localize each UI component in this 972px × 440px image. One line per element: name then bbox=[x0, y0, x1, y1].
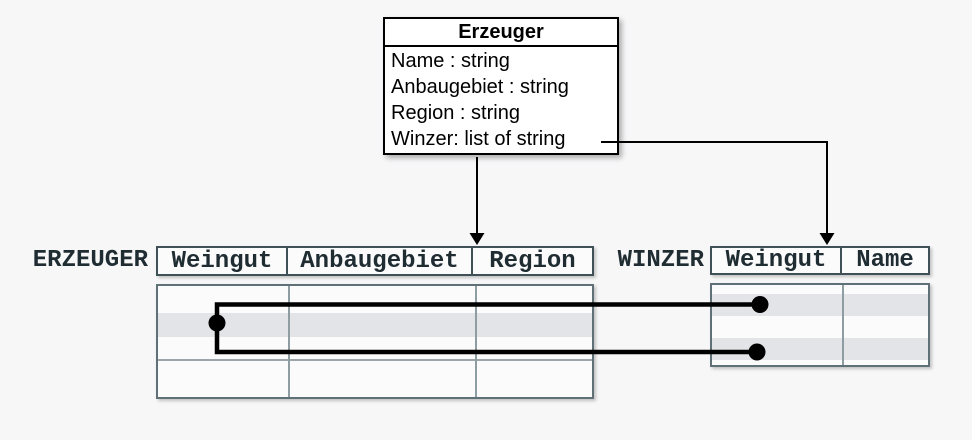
erzeuger-highlighted-row bbox=[158, 313, 592, 337]
class-attribute-anbaugebiet: Anbaugebiet : string bbox=[391, 76, 569, 98]
class-title: Erzeuger bbox=[385, 19, 617, 47]
erzeuger-column-anbaugebiet: Anbaugebiet bbox=[288, 248, 473, 274]
erzeuger-row-divider bbox=[158, 359, 592, 361]
winzer-table-body bbox=[710, 283, 930, 367]
arrowhead-down-icon bbox=[819, 233, 835, 245]
uml-class-box-erzeuger: Erzeuger Name : string Anbaugebiet : str… bbox=[383, 17, 619, 155]
table-label-erzeuger: ERZEUGER bbox=[32, 247, 148, 274]
winzer-highlighted-row bbox=[712, 294, 928, 316]
erzeuger-table-body bbox=[156, 284, 594, 399]
table-label-winzer: WINZER bbox=[617, 247, 704, 274]
erzeuger-column-region: Region bbox=[489, 248, 576, 274]
winzer-column-divider bbox=[842, 285, 844, 365]
winzer-highlighted-row bbox=[712, 338, 928, 360]
class-attribute-list: Name : string Anbaugebiet : string Regio… bbox=[385, 47, 617, 152]
erzeuger-column-divider bbox=[475, 286, 477, 397]
erzeuger-column-weingut: Weingut bbox=[158, 248, 288, 274]
mapping-arrow-winzer bbox=[601, 141, 828, 234]
erzeuger-column-divider bbox=[288, 286, 290, 397]
erzeuger-header-row: Weingut Anbaugebiet Region bbox=[156, 246, 594, 276]
class-attribute-name: Name : string bbox=[391, 50, 510, 72]
winzer-header-row: Weingut Name bbox=[710, 246, 930, 275]
winzer-column-weingut: Weingut bbox=[712, 248, 842, 273]
class-attribute-region: Region : string bbox=[391, 102, 520, 124]
arrowhead-down-icon bbox=[469, 233, 485, 245]
class-attribute-winzer: Winzer: list of string bbox=[391, 128, 566, 150]
winzer-column-name: Name bbox=[856, 248, 914, 273]
